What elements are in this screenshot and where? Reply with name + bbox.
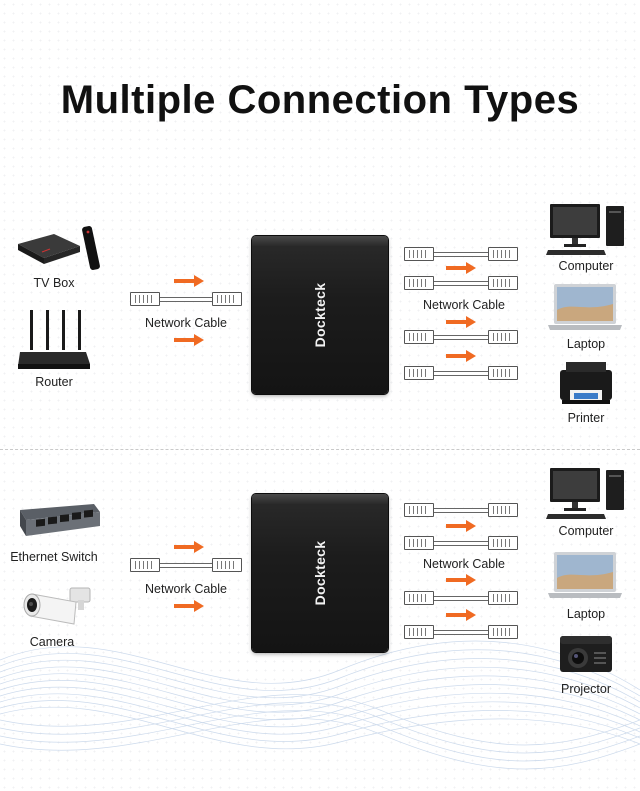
page-title: Multiple Connection Types — [60, 78, 580, 122]
arrow-right-icon — [446, 609, 476, 621]
arrow-right-icon — [446, 262, 476, 274]
camera-icon — [23, 587, 91, 625]
output-label-laptop: Laptop — [566, 607, 606, 621]
arrow-right-icon — [174, 334, 204, 346]
router-icon — [18, 310, 90, 369]
computer-icon — [546, 204, 624, 255]
network-cable-output — [404, 330, 518, 344]
network-cable-output — [404, 366, 518, 380]
laptop-icon — [548, 284, 622, 330]
switch-hub: Dockteck — [252, 236, 388, 394]
output-label-laptop: Laptop — [566, 337, 606, 351]
network-cable-output — [404, 591, 518, 605]
wave-decoration — [0, 640, 640, 770]
computer-icon — [546, 468, 624, 519]
switch-hub: Dockteck — [252, 494, 388, 652]
network-cable-output — [404, 625, 518, 639]
input-cable-label: Network Cable — [145, 582, 227, 596]
laptop-icon — [548, 552, 622, 598]
network-cable-output — [404, 503, 518, 517]
network-cable-output — [404, 247, 518, 261]
input-label-ethernet-switch: Ethernet Switch — [10, 550, 98, 564]
ethernet-switch-icon — [20, 504, 100, 536]
arrow-right-icon — [174, 541, 204, 553]
tv-box-icon — [18, 225, 100, 271]
network-cable-input — [130, 292, 242, 306]
output-label-computer: Computer — [558, 259, 614, 273]
arrow-right-icon — [446, 316, 476, 328]
network-cable-output — [404, 276, 518, 290]
output-cable-label: Network Cable — [423, 298, 505, 312]
output-label-projector: Projector — [560, 682, 612, 696]
arrow-right-icon — [174, 275, 204, 287]
arrow-right-icon — [446, 574, 476, 586]
output-label-computer: Computer — [558, 524, 614, 538]
printer-icon — [560, 362, 612, 404]
network-cable-output — [404, 536, 518, 550]
brand-label: Dockteck — [312, 282, 328, 348]
input-cable-label: Network Cable — [145, 316, 227, 330]
arrow-right-icon — [174, 600, 204, 612]
output-cable-label: Network Cable — [423, 557, 505, 571]
output-label-printer: Printer — [567, 411, 605, 425]
arrow-right-icon — [446, 520, 476, 532]
brand-label: Dockteck — [312, 540, 328, 606]
projector-icon — [560, 636, 612, 672]
section-divider — [0, 449, 640, 450]
network-cable-input — [130, 558, 242, 572]
input-label-tv-box: TV Box — [33, 276, 75, 290]
input-label-camera: Camera — [29, 635, 75, 649]
input-label-router: Router — [35, 375, 73, 389]
arrow-right-icon — [446, 350, 476, 362]
